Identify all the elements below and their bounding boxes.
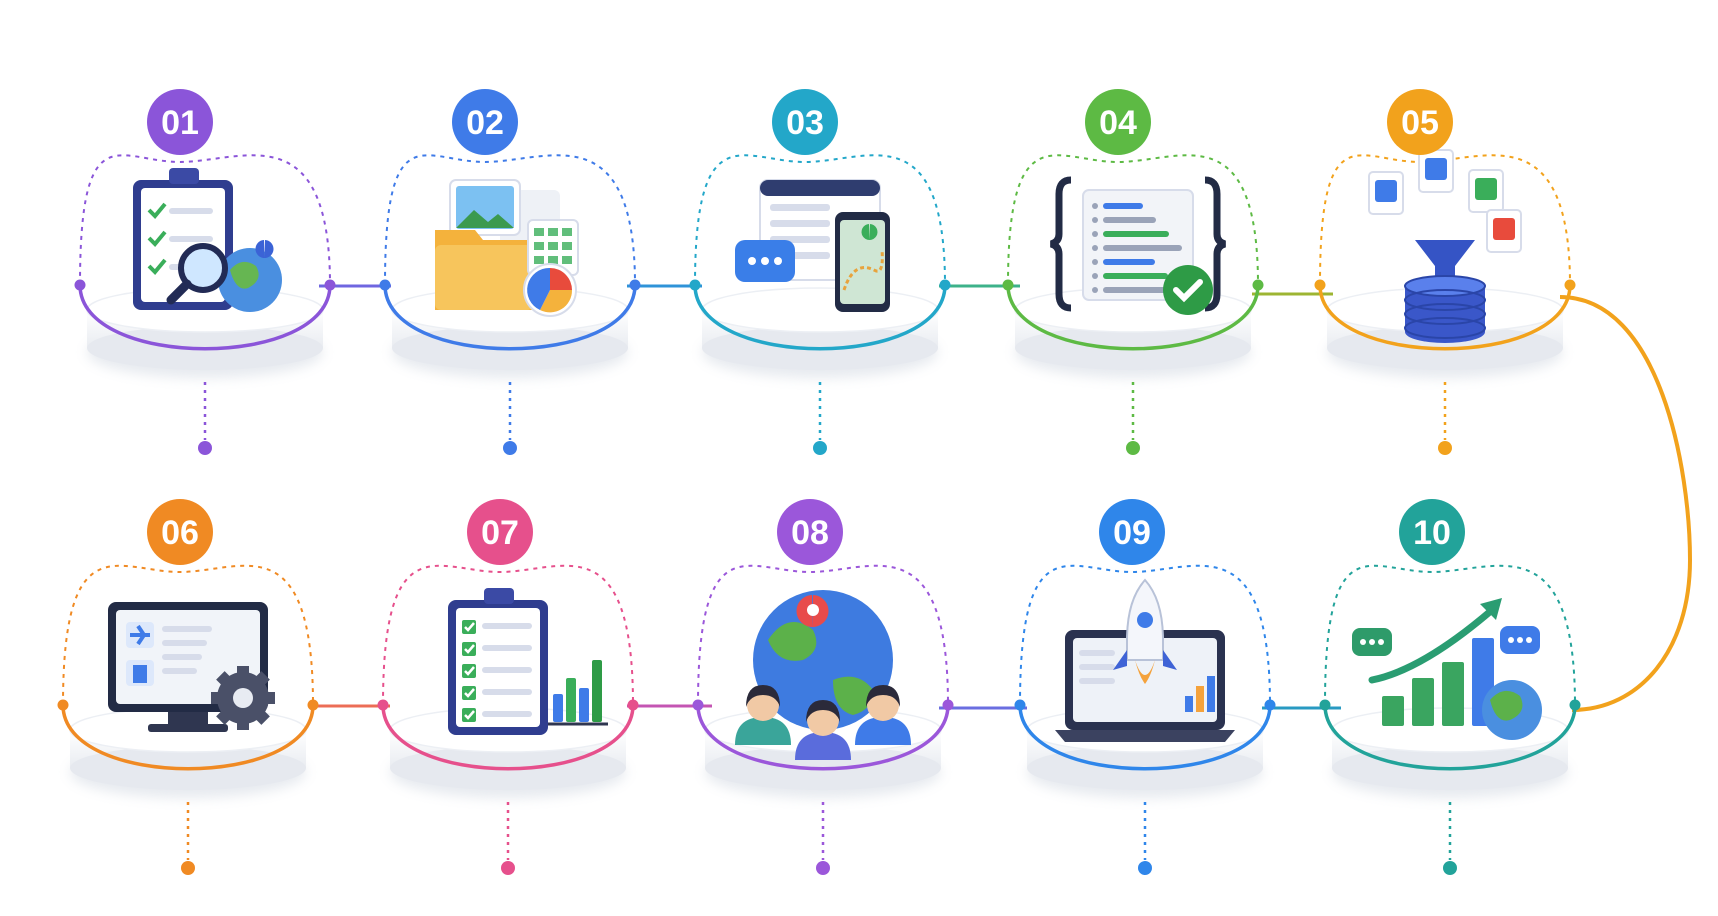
step-badge [147,89,213,155]
step-arc [696,704,950,771]
arc-dot-left [377,699,389,711]
step-arc [383,284,637,351]
step-endpoint-dot [181,861,195,875]
arc-dot-right [627,699,639,711]
step-endpoint-dot [503,441,517,455]
step-dome [62,564,314,706]
step-04: 04 [1002,89,1264,455]
arc-dot-right [1569,699,1581,711]
step-09: 09 [1014,499,1276,875]
arc-dot-left [379,279,391,291]
step-05: 05 [1314,89,1576,455]
step-badge [1099,499,1165,565]
step-badge [147,499,213,565]
arc-dot-right [307,699,319,711]
step-arc [1006,284,1260,351]
arc-dot-left [57,699,69,711]
step-endpoint-dot [816,861,830,875]
growth-chart-chat-globe-icon [1352,598,1542,740]
step-endpoint-dot [501,861,515,875]
arc-dot-left [1014,699,1026,711]
step-badge [772,89,838,155]
arc-dot-right [324,279,336,291]
arc-dot-right [939,279,951,291]
step-08: 08 [692,499,954,875]
steps-layer: 01 02 03 04 05 06 07 08 09 10 [57,89,1581,875]
browser-chat-phone-map-icon [735,179,890,312]
monitor-travel-gear-icon [108,602,275,732]
step-arc [1318,284,1572,351]
step-arc [78,284,332,351]
step-03: 03 [689,89,951,455]
arc-dot-left [1002,279,1014,291]
step-endpoint-dot [1126,441,1140,455]
step-badge [1399,499,1465,565]
step-arc [1323,704,1577,771]
arc-dot-right [1252,279,1264,291]
step-number: 07 [481,514,519,552]
step-endpoint-dot [198,441,212,455]
arc-dot-right [1264,699,1276,711]
step-arc [693,284,947,351]
step-number: 09 [1113,514,1151,552]
step-number: 04 [1099,104,1137,142]
platform-top [701,287,939,333]
step-arc [61,704,315,771]
checklist-bar-chart-icon [448,588,608,735]
laptop-rocket-chart-icon [1055,578,1235,742]
files-funnel-database-icon [1368,149,1522,343]
step-01: 01 [74,89,336,455]
arc-dot-left [1314,279,1326,291]
arc-dot-left [692,699,704,711]
step-02: 02 [379,89,641,455]
step-number: 02 [466,104,504,142]
step-endpoint-dot [813,441,827,455]
step-number: 05 [1401,104,1439,142]
step-badge [452,89,518,155]
globe-location-people-icon [735,590,911,760]
clipboard-magnifier-globe-icon [133,168,282,312]
step-dome [694,154,946,286]
step-badge [777,499,843,565]
step-dome [382,564,634,706]
step-arc [381,704,635,771]
step-07: 07 [377,499,639,875]
step-number: 06 [161,514,199,552]
code-brackets-checkmark-icon [1049,176,1227,315]
arc-dot-left [74,279,86,291]
step-arc [1018,704,1272,771]
folder-photo-spreadsheet-chart-icon [435,179,579,317]
arc-dot-left [1319,699,1331,711]
step-dome [384,154,636,286]
step-dome [1019,564,1271,706]
step-endpoint-dot [1138,861,1152,875]
arc-dot-right [1564,279,1576,291]
step-number: 10 [1413,514,1451,552]
step-dome [1324,564,1576,706]
arc-dot-right [942,699,954,711]
arc-dot-left [689,279,701,291]
step-number: 08 [791,514,829,552]
step-dome [697,564,949,706]
step-endpoint-dot [1438,441,1452,455]
arc-dot-right [629,279,641,291]
step-dome [1007,154,1259,286]
step-badge [1387,89,1453,155]
step-badge [467,499,533,565]
step-number: 03 [786,104,824,142]
step-06: 06 [57,499,319,875]
step-10: 10 [1319,499,1581,875]
step-endpoint-dot [1443,861,1457,875]
step-badge [1085,89,1151,155]
step-dome [79,154,331,286]
step-number: 01 [161,104,199,142]
connector-05-10 [1559,295,1693,712]
